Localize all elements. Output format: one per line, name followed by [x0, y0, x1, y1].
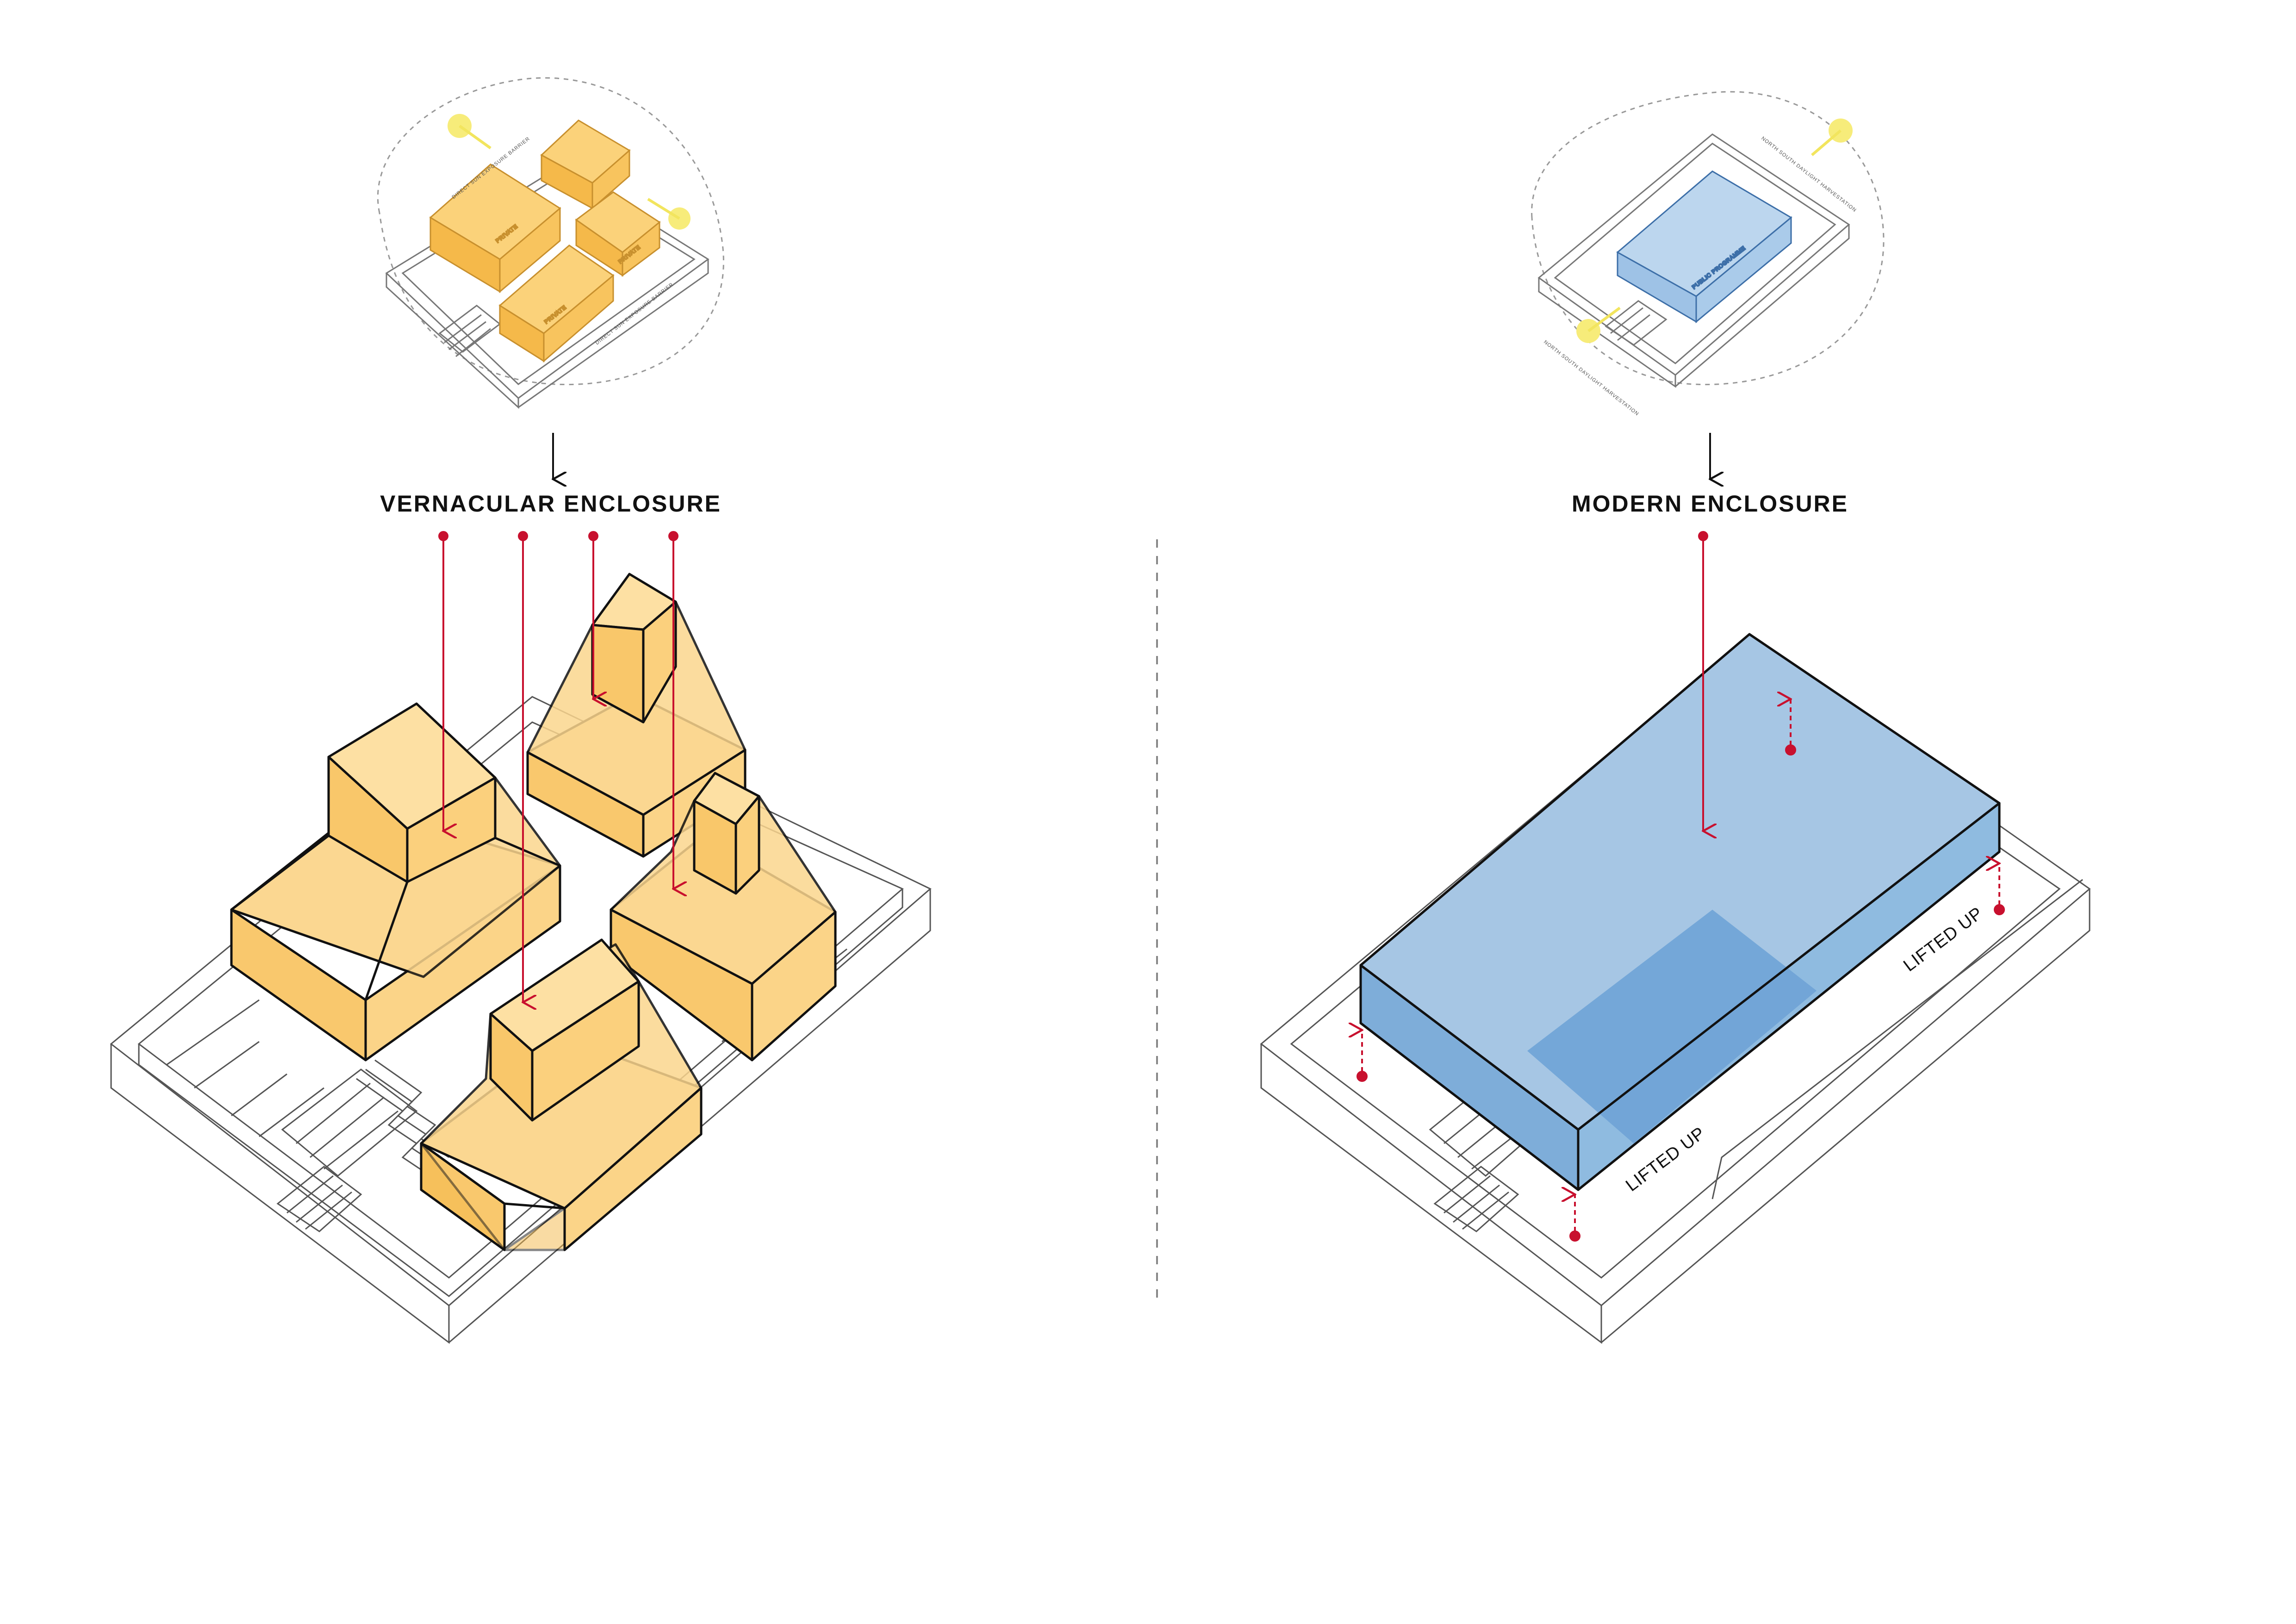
dashed-envelope — [377, 77, 724, 386]
site-platform — [1537, 133, 1850, 388]
modern-title: MODERN ENCLOSURE — [1572, 491, 1848, 517]
vernacular-block-c — [610, 772, 837, 1062]
vernacular-title: VERNACULAR ENCLOSURE — [380, 491, 722, 517]
small-public-block: PUBLIC PROGRAMME — [1616, 170, 1792, 324]
dashed-envelope — [1531, 91, 1885, 386]
vernacular-block-d — [420, 938, 703, 1251]
vernacular-block-b — [526, 573, 747, 858]
vernacular-block-a — [230, 702, 561, 1062]
red-lift-arrows — [1357, 531, 2005, 1242]
small-block-3: PRIVATE — [575, 191, 661, 277]
modern-block — [1359, 633, 2001, 1191]
vernacular-site-diagram: PRIVATE PRIVATE PRIVATE DIRECT SUN EXPOS… — [377, 77, 724, 409]
modern-enclosure-model: LIFTED UP LIFTED UP — [1260, 531, 2091, 1344]
small-block-1: PRIVATE — [429, 163, 561, 294]
vernacular-enclosure-model — [110, 531, 932, 1344]
red-drop-arrows — [438, 531, 678, 1002]
small-block-4: PRIVATE — [498, 244, 615, 363]
modern-site-diagram: PUBLIC PROGRAMME NORTH SOUTH DAYLIGHT HA… — [1531, 91, 1885, 417]
site-annotation-1: NORTH SOUTH DAYLIGHT HARVESTATION — [1760, 136, 1857, 213]
